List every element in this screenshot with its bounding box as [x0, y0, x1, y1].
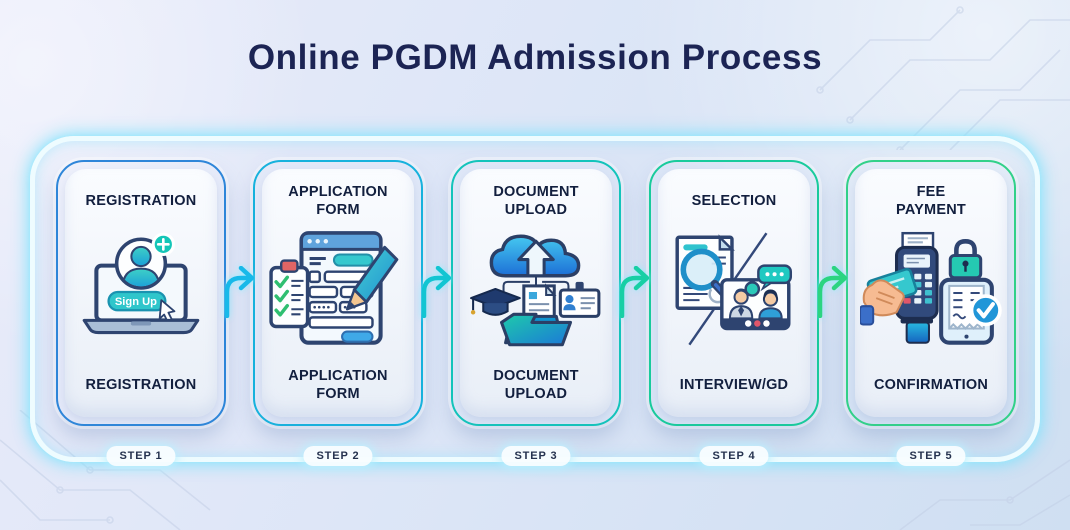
- interview-gd-icon: [675, 232, 793, 346]
- step-card-registration: REGISTRATION: [56, 160, 226, 426]
- card-bottom-label: INTERVIEW/GD: [679, 376, 789, 393]
- card-top-label: FEE PAYMENT: [896, 183, 966, 218]
- card-bottom-label: REGISTRATION: [85, 376, 197, 393]
- card-top-label: APPLICATION FORM: [288, 183, 388, 218]
- step-card-application-form: APPLICATION FORM: [253, 160, 423, 426]
- flow-arrow-icon: [421, 266, 452, 318]
- page-title: Online PGDM Admission Process: [247, 38, 823, 77]
- step-badge-3: STEP 3: [501, 446, 571, 466]
- step-badge-4: STEP 4: [699, 446, 769, 466]
- cloud-upload-icon: [470, 234, 601, 347]
- step-card-selection: SELECTION: [649, 160, 819, 426]
- step-badge-1: STEP 1: [106, 446, 176, 466]
- application-form-icon: [269, 231, 399, 345]
- step-badge-2: STEP 2: [303, 446, 373, 466]
- flow-arrow-icon: [817, 266, 848, 318]
- svg-text:Sign Up: Sign Up: [115, 296, 157, 308]
- card-top-label: SELECTION: [691, 192, 777, 209]
- step-card-fee-payment: FEE PAYMENT: [846, 160, 1016, 426]
- laptop-signup-icon: Sign Up: [82, 232, 200, 335]
- card-top-label: DOCUMENT UPLOAD: [493, 183, 579, 218]
- card-bottom-label: APPLICATION FORM: [288, 367, 388, 402]
- step-badge-5: STEP 5: [896, 446, 966, 466]
- card-bottom-label: DOCUMENT UPLOAD: [493, 367, 579, 402]
- fee-payment-icon: [860, 231, 1002, 345]
- card-bottom-label: CONFIRMATION: [873, 376, 989, 393]
- step-card-document-upload: DOCUMENT UPLOAD: [451, 160, 621, 426]
- card-top-label: REGISTRATION: [85, 192, 197, 209]
- flow-arrow-icon: [619, 266, 650, 318]
- flow-arrow-icon: [224, 266, 255, 318]
